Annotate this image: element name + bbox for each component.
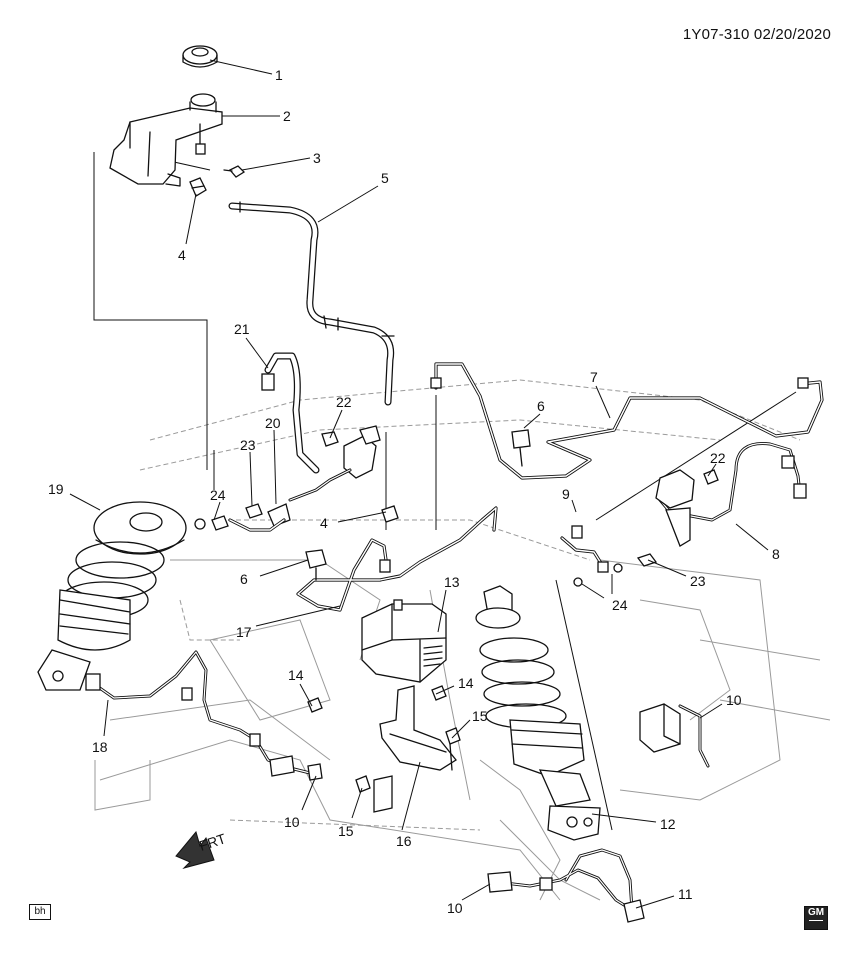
pressure-sensor-lower [305,549,327,581]
gm-logo-underline [809,920,823,921]
callout-15: 15 [472,708,488,724]
fasteners-right [573,553,658,587]
callout-23: 23 [240,437,256,453]
wiring-harness-lower [487,848,645,923]
strut-assembly-right [475,585,601,841]
hose-21 [261,352,320,474]
brake-line-long [430,362,824,480]
height-sensor-right [639,703,710,768]
callout-14: 14 [458,675,474,691]
callout-1: 1 [275,67,283,83]
callout-19: 19 [48,481,64,497]
callout-22: 22 [336,394,352,410]
brake-line-right [560,525,609,573]
abs-module [361,599,447,683]
callout-labels: 1 2 3 4 4 5 6 6 7 8 9 10 10 10 11 12 13 … [48,67,780,916]
callout-24: 24 [210,487,226,503]
callout-8: 8 [772,546,780,562]
callout-10: 10 [447,900,463,916]
front-indicator-label: FRT [197,830,228,854]
callout-21: 21 [234,321,250,337]
callout-11: 11 [678,886,693,902]
callout-23: 23 [690,573,706,589]
callout-17: 17 [236,624,252,640]
wiring-harness-right [655,442,807,547]
callout-24: 24 [612,597,628,613]
artist-initials-box: bh [29,904,51,920]
callout-5: 5 [381,170,389,186]
callout-leaders [69,59,769,909]
callout-14: 14 [288,667,304,683]
callout-7: 7 [590,369,598,385]
callout-13: 13 [444,574,460,590]
reservoir-hose [228,201,395,406]
hose-clip-lower [381,505,399,523]
callout-3: 3 [313,150,321,166]
fittings-left [288,425,381,502]
callout-10: 10 [284,814,300,830]
diagram-code: 1Y07-310 02/20/2020 [682,26,831,43]
callout-22: 22 [710,450,726,466]
wiring-harness-left [85,650,323,781]
callout-6: 6 [240,571,248,587]
gm-logo-text: GM [807,907,825,918]
callout-9: 9 [562,486,570,502]
callout-18: 18 [92,739,108,755]
abs-bracket [373,685,457,813]
reservoir-cap [182,45,218,68]
callout-15: 15 [338,823,354,839]
fasteners-left [194,503,291,532]
front-direction-arrow: FRT [175,830,228,869]
fluid-reservoir [109,93,223,187]
callout-4: 4 [320,515,328,531]
gm-logo: GM [804,906,828,930]
callout-4: 4 [178,247,186,263]
callout-12: 12 [660,816,676,832]
callout-20: 20 [265,415,281,431]
brake-line-center [296,506,498,612]
callout-6: 6 [537,398,545,414]
strut-assembly-left [37,501,187,691]
callout-2: 2 [283,108,291,124]
callout-16: 16 [396,833,412,849]
reservoir-bolt [223,165,246,178]
hose-clip-upper [189,177,207,197]
pressure-sensor-upper [511,429,531,467]
callout-10: 10 [726,692,742,708]
